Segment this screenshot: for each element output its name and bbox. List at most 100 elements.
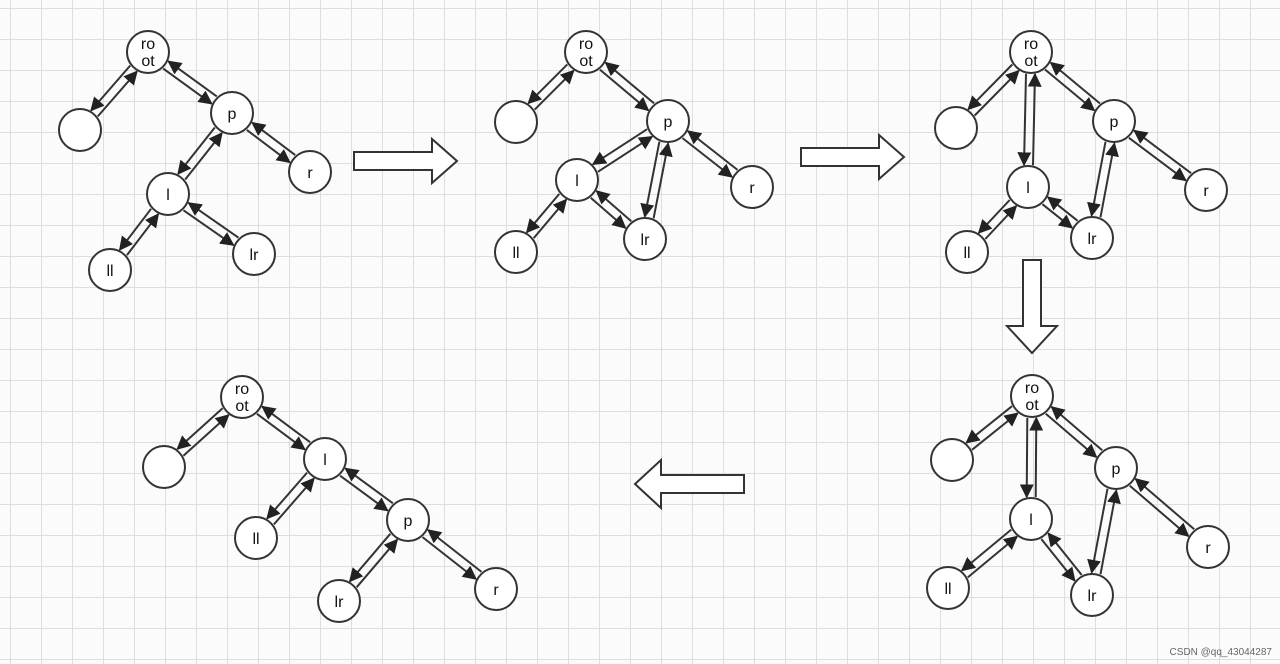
- edge-lr-moved-up-l-to-p: [597, 135, 654, 173]
- edge-l-linked-to-root-l-to-ll: [977, 199, 1011, 234]
- node-label: r: [493, 582, 499, 599]
- node-circle: [1009, 497, 1053, 541]
- edge-l-linked-to-root-p-to-r: [1128, 137, 1187, 182]
- node-lr-moved-up-empty: [494, 100, 538, 144]
- node-circle: [1186, 525, 1230, 569]
- node-circle: [58, 108, 102, 152]
- transition-arrow-left-icon: [633, 457, 745, 511]
- node-label: lr: [335, 594, 345, 611]
- node-lr-moved-up-r: r: [730, 165, 774, 209]
- node-label: lr: [1088, 231, 1098, 248]
- edge-l-linked-to-root-r-to-p: [1133, 129, 1192, 174]
- edge-before-p-to-l: [177, 126, 216, 175]
- node-label: l: [1026, 180, 1030, 197]
- edge-l-linked-to-root-lr-to-p: [1099, 142, 1119, 218]
- node-circle: [1094, 446, 1138, 490]
- node-after-empty: [142, 445, 186, 489]
- edge-after-r-to-p: [426, 529, 483, 573]
- node-circle: [1070, 573, 1114, 617]
- node-circle: [146, 172, 190, 216]
- edge-after-l-to-root: [261, 405, 311, 444]
- edge-l-under-root-root-to-l: [1019, 417, 1034, 499]
- edge-l-under-root-empty-to-root: [971, 412, 1019, 451]
- edge-l-linked-to-root-lr-to-l: [1046, 196, 1079, 222]
- edge-l-under-root-l-to-root: [1029, 416, 1044, 498]
- node-circle: [1006, 165, 1050, 209]
- node-l-under-root-lr: lr: [1070, 573, 1114, 617]
- node-l-under-root-ll: ll: [926, 566, 970, 610]
- transition-arrow-right-icon: [800, 132, 906, 182]
- node-l-linked-to-root-ll: ll: [945, 230, 989, 274]
- edge-l-linked-to-root-ll-to-l: [984, 205, 1018, 240]
- edge-after-ll-to-l: [273, 477, 315, 526]
- node-circle: [494, 230, 538, 274]
- node-l-under-root-l: l: [1009, 497, 1053, 541]
- edge-l-linked-to-root-l-to-lr: [1041, 203, 1074, 229]
- edge-after-empty-to-root: [182, 414, 230, 457]
- edge-l-under-root-root-to-p: [1045, 412, 1098, 459]
- edge-l-linked-to-root-root-to-empty: [967, 63, 1014, 111]
- node-after-lr: lr: [317, 579, 361, 623]
- edge-l-linked-to-root-p-to-root: [1049, 61, 1101, 105]
- edge-before-lr-to-l: [187, 202, 240, 239]
- edge-after-p-to-l: [344, 467, 394, 505]
- edge-l-under-root-p-to-root: [1050, 405, 1103, 452]
- edge-lr-moved-up-empty-to-root: [533, 69, 575, 111]
- node-circle: [494, 100, 538, 144]
- node-l-linked-to-root-empty: [934, 106, 978, 150]
- node-label: ll: [252, 531, 259, 548]
- edge-l-linked-to-root-empty-to-root: [973, 69, 1020, 117]
- edge-before-r-to-p: [251, 121, 296, 156]
- node-label: p: [664, 114, 673, 131]
- edge-lr-moved-up-root-to-p: [599, 68, 650, 112]
- node-label: lr: [250, 247, 260, 264]
- node-after-ll: ll: [234, 516, 278, 560]
- edge-l-linked-to-root-root-to-l: [1017, 73, 1032, 167]
- edge-before-empty-to-root: [97, 70, 138, 118]
- node-label: p: [404, 513, 413, 530]
- node-lr-moved-up-lr: lr: [623, 217, 667, 261]
- edge-before-root-to-empty: [90, 64, 131, 112]
- node-label: lr: [1088, 588, 1098, 605]
- edge-lr-moved-up-r-to-p: [686, 130, 739, 171]
- node-l-under-root-empty: [930, 438, 974, 482]
- node-circle: [317, 579, 361, 623]
- node-circle: [555, 158, 599, 202]
- node-before-empty: [58, 108, 102, 152]
- edge-lr-moved-up-l-to-lr: [590, 197, 627, 229]
- edge-l-under-root-p-to-lr: [1087, 488, 1109, 574]
- transition-arrow-right-icon: [353, 136, 459, 186]
- node-lr-moved-up-l: l: [555, 158, 599, 202]
- edge-l-under-root-p-to-r: [1129, 484, 1190, 538]
- node-circle: [288, 150, 332, 194]
- edge-after-l-to-ll: [266, 471, 308, 520]
- edge-l-under-root-ll-to-l: [967, 535, 1019, 579]
- edge-l-under-root-lr-to-p: [1099, 489, 1121, 575]
- edge-after-p-to-lr: [348, 533, 392, 583]
- node-label: r: [1203, 183, 1209, 200]
- node-circle: [232, 232, 276, 276]
- node-circle: [1092, 99, 1136, 143]
- edge-after-l-to-p: [339, 474, 389, 512]
- node-after-l: l: [303, 437, 347, 481]
- node-before-ll: ll: [88, 248, 132, 292]
- node-circle: [730, 165, 774, 209]
- node-after-p: p: [386, 498, 430, 542]
- node-circle: [1009, 30, 1053, 74]
- node-label: l: [323, 452, 327, 469]
- edge-lr-moved-up-p-to-lr: [640, 141, 661, 218]
- node-circle: [303, 437, 347, 481]
- edge-l-under-root-r-to-p: [1134, 477, 1195, 531]
- node-circle: [564, 30, 608, 74]
- node-label: ll: [106, 263, 113, 280]
- edge-before-root-to-p: [162, 67, 213, 105]
- edge-after-lr-to-p: [355, 538, 399, 588]
- node-label: r: [307, 165, 313, 182]
- node-circle: [926, 566, 970, 610]
- edge-before-ll-to-l: [126, 213, 160, 256]
- node-circle: [386, 498, 430, 542]
- node-after-r: r: [474, 567, 518, 611]
- node-label: l: [1029, 512, 1033, 529]
